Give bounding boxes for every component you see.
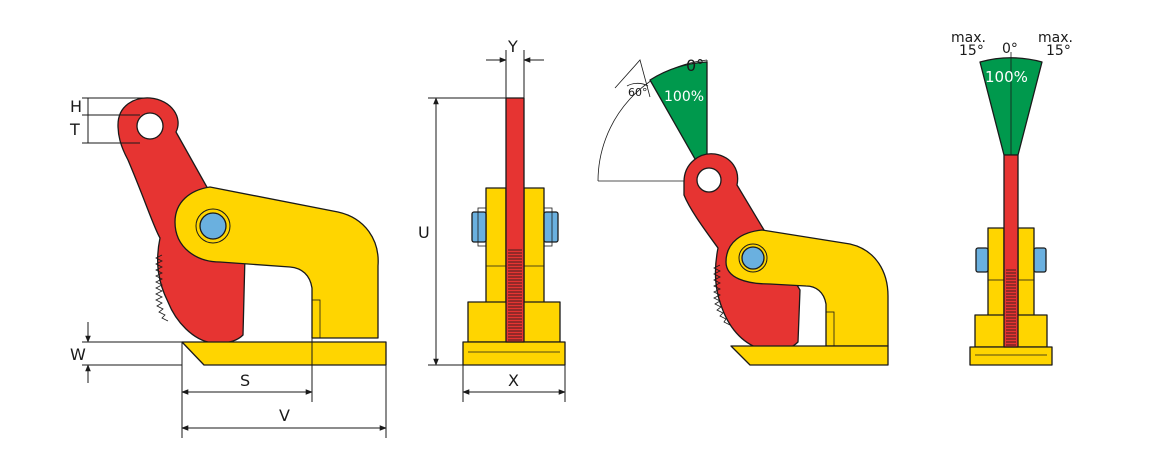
red-link-strip — [505, 97, 525, 343]
tilt-capacity-label: 100% — [985, 68, 1028, 86]
left-cheek — [485, 187, 507, 304]
side-view: H T W S V — [69, 97, 387, 438]
tilt-red-link-strip — [1003, 154, 1019, 348]
dim-y-label: Y — [507, 37, 518, 56]
dim-u-label: U — [418, 223, 430, 242]
angle-shackle-hole — [696, 167, 722, 193]
left-bolt-end — [471, 211, 487, 243]
tilt-view: max. 15° 0° max. 15° 100% — [951, 30, 1073, 366]
base-plate — [181, 341, 387, 366]
tilt-base — [969, 346, 1053, 366]
dim-s-label: S — [240, 371, 250, 390]
tilt-left-cheek — [987, 227, 1005, 317]
dim-w-label: W — [70, 345, 86, 364]
shackle-hole — [136, 112, 164, 140]
angle-view: 60° 0° 100% — [597, 56, 889, 366]
dim-t-label: T — [69, 120, 80, 139]
tilt-left-bolt-end — [975, 247, 989, 273]
ratchet-teeth — [155, 254, 169, 322]
tilt-right-max: max. — [1038, 30, 1073, 46]
right-bolt-end — [543, 211, 559, 243]
tilt-left-max: max. — [951, 30, 986, 46]
dim-v-label: V — [279, 406, 290, 425]
front-teeth — [508, 249, 522, 341]
angle-pivot-bolt — [741, 246, 765, 270]
front-view: U X Y — [418, 37, 566, 402]
angle-base-plate — [730, 345, 889, 366]
tilt-right-cheek — [1017, 227, 1035, 317]
right-cheek — [523, 187, 545, 304]
tilt-right-deg: 15° — [1046, 43, 1071, 59]
angle-capacity-label: 100% — [664, 89, 704, 105]
tilt-left-deg: 15° — [959, 43, 984, 59]
dim-x-label: X — [508, 371, 519, 390]
tilt-zero-label: 0° — [1002, 41, 1018, 57]
angle-zero-label: 0° — [686, 56, 704, 75]
front-base — [462, 341, 566, 366]
angle-60-label: 60° — [628, 86, 648, 99]
tilt-teeth — [1006, 269, 1016, 346]
tilt-right-bolt-end — [1033, 247, 1047, 273]
pad-outline — [311, 299, 321, 339]
dim-h-label: H — [70, 97, 82, 116]
pivot-bolt — [199, 212, 227, 240]
angle-green-sector — [649, 61, 708, 181]
